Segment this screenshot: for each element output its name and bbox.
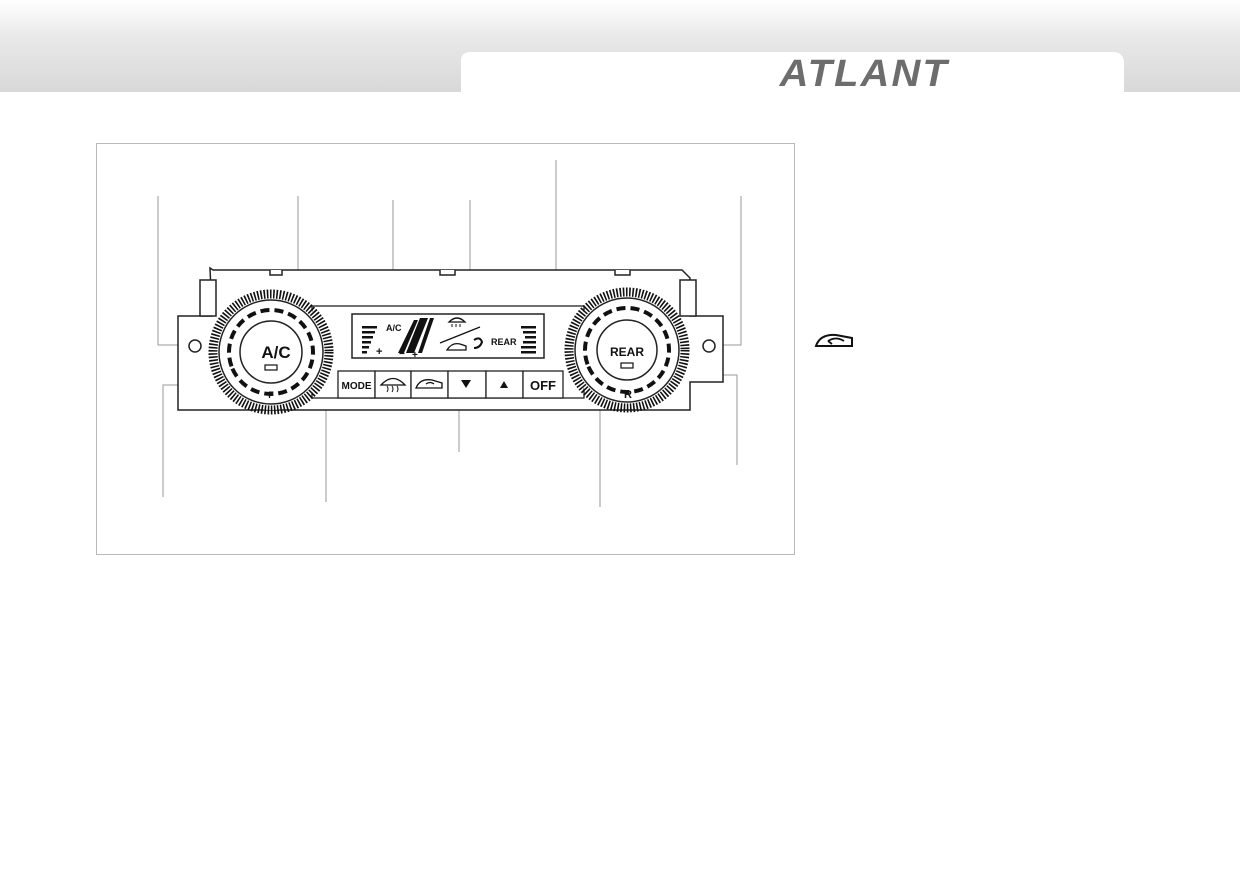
temperature-bars-right bbox=[521, 326, 536, 354]
lcd-display bbox=[351, 313, 545, 359]
brand-logo: ATLANT bbox=[779, 54, 950, 92]
display-plus-left: + bbox=[376, 346, 382, 358]
brand-logo-text: ATLANT bbox=[779, 54, 950, 92]
windshield-defrost-icon[interactable] bbox=[379, 377, 407, 393]
recirculation-icon bbox=[814, 333, 853, 347]
recirculation-icon[interactable] bbox=[415, 379, 443, 389]
right-knob[interactable] bbox=[564, 287, 690, 413]
display-plus-fan: + bbox=[412, 350, 418, 361]
left-knob-sub: F bbox=[268, 390, 274, 400]
triangle-up-icon[interactable] bbox=[500, 381, 508, 388]
button-row bbox=[337, 370, 564, 399]
left-knob-label: A/C bbox=[261, 343, 290, 362]
mount-hole-left bbox=[188, 339, 202, 353]
brand-tab bbox=[461, 52, 1124, 94]
fan-speed-indicator bbox=[398, 318, 434, 353]
off-button-label: OFF bbox=[530, 378, 556, 393]
temperature-bars-left bbox=[362, 326, 377, 354]
triangle-down-icon[interactable] bbox=[461, 380, 471, 388]
display-rear-text: REAR bbox=[491, 337, 517, 347]
figure-frame bbox=[96, 143, 795, 555]
display-minus: − bbox=[399, 349, 405, 360]
right-knob-label: REAR bbox=[610, 345, 644, 359]
mount-hole-right bbox=[702, 339, 716, 353]
left-knob[interactable] bbox=[208, 289, 334, 415]
display-airflow-icons bbox=[439, 317, 484, 351]
mode-button-label: MODE bbox=[342, 381, 372, 392]
right-knob-sub: R bbox=[624, 389, 632, 401]
display-ac-text: A/C bbox=[386, 323, 402, 333]
